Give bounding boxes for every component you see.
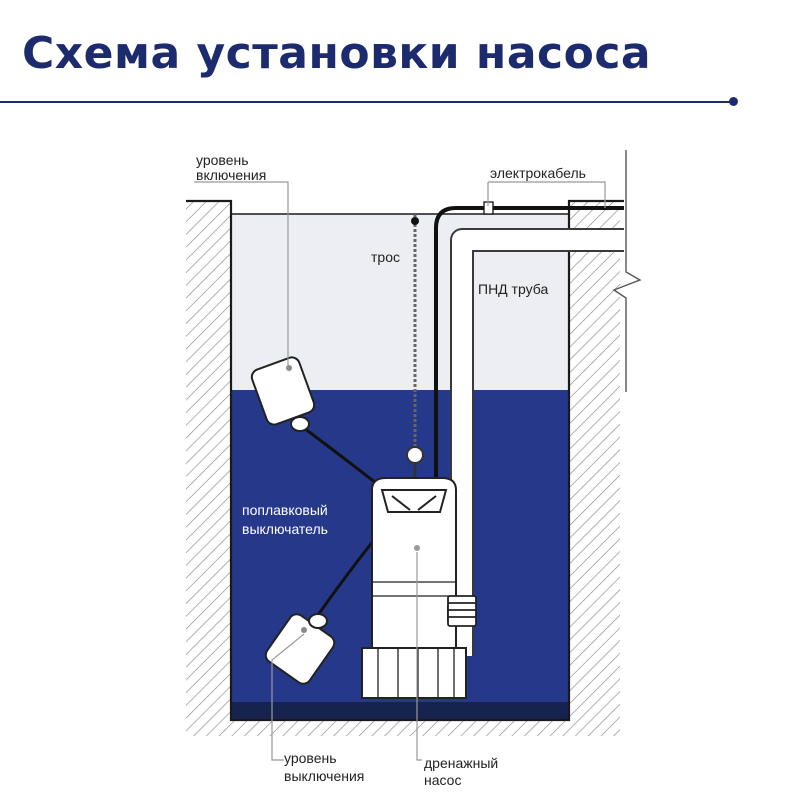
on-level-label-line2: включения bbox=[196, 167, 266, 183]
leader-lines bbox=[194, 181, 606, 761]
title-underline-dot bbox=[729, 97, 738, 106]
off-level-label-line2: выключения bbox=[284, 768, 364, 784]
float-switch-lower bbox=[264, 613, 336, 685]
ground-break-line bbox=[612, 150, 642, 392]
float-switch-label-line1: поплавковый bbox=[242, 502, 328, 518]
drainage-pump bbox=[361, 477, 467, 699]
electric-cable bbox=[434, 206, 624, 480]
pump-label-line1: дренажный bbox=[424, 755, 498, 771]
float-switch-cable-lower bbox=[316, 539, 376, 616]
page-title: Схема установки насоса bbox=[22, 28, 652, 79]
title-underline bbox=[0, 101, 732, 103]
pump-label-line2: насос bbox=[424, 772, 461, 788]
pit-walls bbox=[186, 199, 624, 722]
rope-label: трос bbox=[371, 249, 400, 265]
pump-pointer-dot bbox=[414, 545, 420, 551]
float-switch-upper bbox=[250, 356, 316, 432]
float-switch-cable-upper bbox=[299, 423, 381, 488]
pit-bottom-sludge bbox=[232, 702, 568, 720]
float-switch-label-line2: выключатель bbox=[242, 521, 328, 537]
on-level-label-line1: уровень bbox=[196, 152, 249, 168]
off-level-label-line1: уровень bbox=[284, 750, 337, 766]
rope-ring bbox=[406, 446, 424, 464]
pipe-label: ПНД труба bbox=[478, 281, 548, 297]
pump-pipe-fitting bbox=[447, 595, 477, 627]
rope-hook bbox=[411, 217, 419, 225]
ground-hatching bbox=[186, 200, 620, 736]
cable-label: электрокабель bbox=[490, 165, 586, 181]
